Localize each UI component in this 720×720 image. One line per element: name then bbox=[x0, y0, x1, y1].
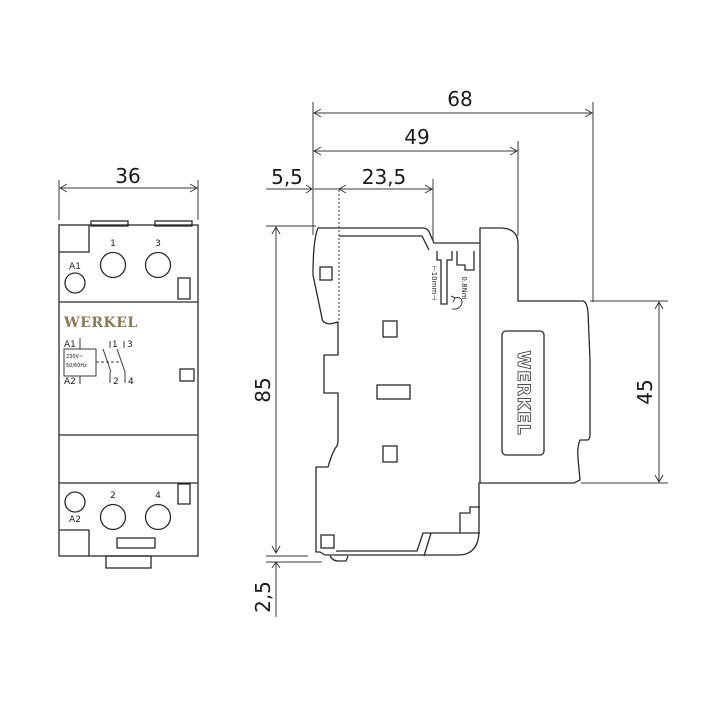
indicator-tab-bottom bbox=[177, 483, 191, 505]
svg-text:230V~: 230V~ bbox=[66, 354, 83, 360]
coil-screw-a2 bbox=[64, 491, 86, 513]
svg-text:68: 68 bbox=[447, 87, 472, 111]
svg-text:2: 2 bbox=[113, 377, 119, 387]
top-clip-left bbox=[90, 220, 129, 227]
bottom-slot bbox=[116, 537, 156, 549]
terminal-screw-1 bbox=[99, 251, 127, 279]
indicator-window bbox=[179, 368, 195, 382]
terminal-screw-2 bbox=[99, 503, 127, 531]
svg-text:49: 49 bbox=[404, 125, 429, 149]
dimension-5-5-and-23-5: 5,5 23,5 bbox=[266, 165, 434, 240]
terminal-label-4: 4 bbox=[155, 491, 161, 501]
svg-text:1: 1 bbox=[112, 340, 118, 350]
terminal-label-3: 3 bbox=[155, 239, 161, 249]
dimension-width-36: 36 bbox=[58, 164, 199, 220]
side-slot bbox=[376, 384, 411, 400]
dimension-foot-2-5: 2,5 bbox=[251, 555, 322, 617]
side-window-2 bbox=[382, 445, 398, 463]
torque-arrow-icon bbox=[451, 297, 463, 310]
svg-text:23,5: 23,5 bbox=[362, 165, 407, 189]
dim-label-36: 36 bbox=[115, 164, 140, 188]
side-body-outline bbox=[312, 227, 591, 556]
strip-length-label: ⊢10mm⊣ bbox=[430, 266, 438, 301]
dimension-depth-68: 68 bbox=[312, 87, 594, 302]
terminal-label-2: 2 bbox=[110, 491, 116, 501]
dimension-front-height-45: 45 bbox=[581, 300, 668, 484]
svg-text:85: 85 bbox=[251, 377, 275, 402]
corner-box-top bbox=[59, 225, 90, 253]
coil-label-a1: A1 bbox=[69, 262, 81, 272]
front-view: 36 1 3 A1 WERKEL A1 230V~ 50/60Hz bbox=[58, 164, 199, 569]
svg-text:5,5: 5,5 bbox=[271, 165, 303, 189]
side-window-1 bbox=[382, 320, 398, 338]
corner-box-bottom bbox=[59, 529, 90, 556]
terminal-clamp: ⊢10mm⊣ 0.8Nm bbox=[430, 251, 475, 310]
brand-logo-front: WERKEL bbox=[63, 315, 138, 331]
top-clip-right bbox=[154, 220, 193, 227]
svg-text:A2: A2 bbox=[64, 377, 76, 387]
terminal-label-1: 1 bbox=[110, 239, 116, 249]
svg-text:2,5: 2,5 bbox=[251, 581, 275, 613]
terminal-screw-4 bbox=[144, 503, 172, 531]
svg-text:3: 3 bbox=[127, 340, 133, 350]
coil-label-a2: A2 bbox=[69, 515, 81, 525]
coil-screw-a1 bbox=[64, 272, 86, 294]
torque-label: 0.8Nm bbox=[460, 276, 468, 299]
svg-text:45: 45 bbox=[633, 379, 657, 404]
svg-text:50/60Hz: 50/60Hz bbox=[66, 363, 87, 369]
svg-text:4: 4 bbox=[128, 377, 134, 387]
brand-label-frame bbox=[501, 330, 545, 456]
terminal-screw-3 bbox=[144, 251, 172, 279]
din-release-foot bbox=[105, 555, 152, 569]
dimension-depth-49: 49 bbox=[312, 125, 519, 236]
dimension-height-85: 85 bbox=[251, 225, 316, 555]
wiring-schematic: A1 230V~ 50/60Hz A2 1 2 3 4 bbox=[63, 338, 134, 387]
brand-logo-side: WERKEL bbox=[513, 350, 533, 435]
side-view: 68 49 5,5 23,5 85 bbox=[251, 87, 668, 617]
svg-text:A1: A1 bbox=[64, 340, 76, 350]
indicator-tab-top bbox=[177, 277, 191, 300]
